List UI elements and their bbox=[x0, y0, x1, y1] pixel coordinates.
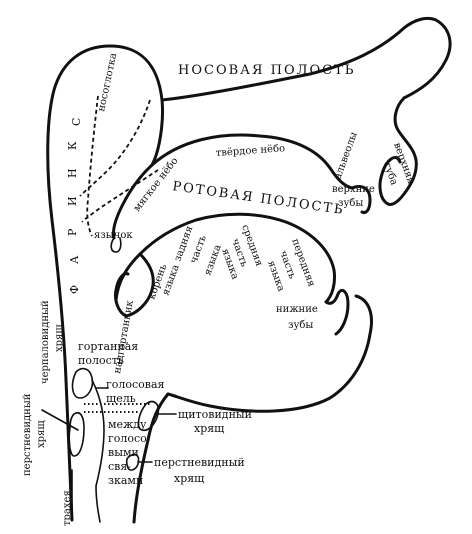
epiglottis-shape bbox=[114, 272, 130, 318]
label-glottis-2: щель bbox=[106, 392, 136, 405]
label-arytenoid-1: черпаловидный bbox=[40, 300, 51, 384]
label-back-tongue-3: языка bbox=[202, 243, 223, 277]
nasal-cavity-roof bbox=[160, 16, 452, 102]
label-upper-lip-2: губа bbox=[381, 161, 399, 187]
label-arytenoid-2: хрящ bbox=[54, 324, 65, 352]
soft-palate bbox=[112, 163, 154, 240]
label-between-5: зками bbox=[108, 474, 143, 487]
tongue-root bbox=[124, 252, 155, 318]
thyroid-cartilage-shape bbox=[137, 400, 160, 432]
label-between-2: голосо- bbox=[108, 432, 151, 445]
svg-text:Ф: Ф bbox=[68, 285, 81, 294]
label-oral-cavity: РОТОВАЯ ПОЛОСТЬ bbox=[171, 179, 345, 218]
label-cricoid-left-2: хрящ bbox=[36, 420, 47, 448]
label-between-1: между bbox=[108, 418, 147, 431]
hard-palate-line bbox=[150, 133, 354, 190]
label-cricoid-right-2: хрящ bbox=[174, 472, 204, 485]
label-between-3: выми bbox=[108, 446, 139, 459]
tongue-front-lower bbox=[324, 288, 350, 336]
soft-palate-dashed-1 bbox=[79, 99, 151, 197]
label-alveoli: альвеолы bbox=[332, 131, 359, 181]
label-upper-teeth-2: зубы bbox=[338, 198, 363, 209]
trachea-inner-wall bbox=[95, 485, 101, 523]
label-thyroid-1: щитовидный bbox=[178, 408, 252, 421]
lower-jaw bbox=[166, 294, 373, 413]
label-cricoid-right-1: перстневидный bbox=[154, 456, 245, 469]
svg-text:Р: Р bbox=[66, 228, 79, 236]
svg-text:А: А bbox=[68, 255, 81, 264]
label-laryngeal-1: гортанная bbox=[78, 340, 138, 353]
nose-lower-contour bbox=[386, 96, 418, 206]
label-nasopharynx: носоглотка bbox=[96, 52, 119, 113]
cricoid-cartilage-shape bbox=[125, 453, 140, 471]
label-trachea: трахея bbox=[62, 490, 73, 526]
label-lower-teeth-1: нижние bbox=[276, 304, 318, 315]
soft-palate-dashed-2 bbox=[81, 169, 159, 223]
label-upper-teeth-1: верхние bbox=[332, 184, 375, 195]
arytenoid-cartilage-shape bbox=[71, 367, 94, 399]
svg-text:К: К bbox=[66, 141, 79, 150]
svg-text:Н: Н bbox=[66, 168, 79, 178]
label-nasal-cavity: НОСОВАЯ ПОЛОСТЬ bbox=[178, 63, 356, 78]
label-hard-palate: твёрдое нёбо bbox=[215, 143, 285, 159]
label-glottis-1: голосовая bbox=[106, 378, 165, 391]
uvula-shape bbox=[110, 237, 122, 253]
pharynx-vertical-letters: Ф А Р И Н К С bbox=[66, 118, 83, 294]
label-uvula: язычок bbox=[94, 230, 133, 241]
velum-dashed bbox=[86, 95, 99, 237]
upper-teeth bbox=[350, 185, 372, 214]
label-between-4: свя- bbox=[108, 460, 131, 473]
svg-text:И: И bbox=[66, 196, 79, 206]
label-laryngeal-2: полость bbox=[78, 354, 124, 367]
pharynx-back-wall bbox=[46, 44, 164, 522]
vocal-fold-left bbox=[68, 412, 85, 457]
leader-between bbox=[41, 409, 79, 431]
label-cricoid-left-1: перстневидный bbox=[22, 393, 33, 476]
svg-text:С: С bbox=[70, 118, 83, 126]
larynx-inner-line bbox=[91, 379, 105, 487]
label-thyroid-2: хрящ bbox=[194, 422, 224, 435]
label-lower-teeth-2: зубы bbox=[288, 320, 313, 331]
larynx-front-wall bbox=[132, 392, 170, 524]
upper-lip bbox=[378, 156, 402, 206]
